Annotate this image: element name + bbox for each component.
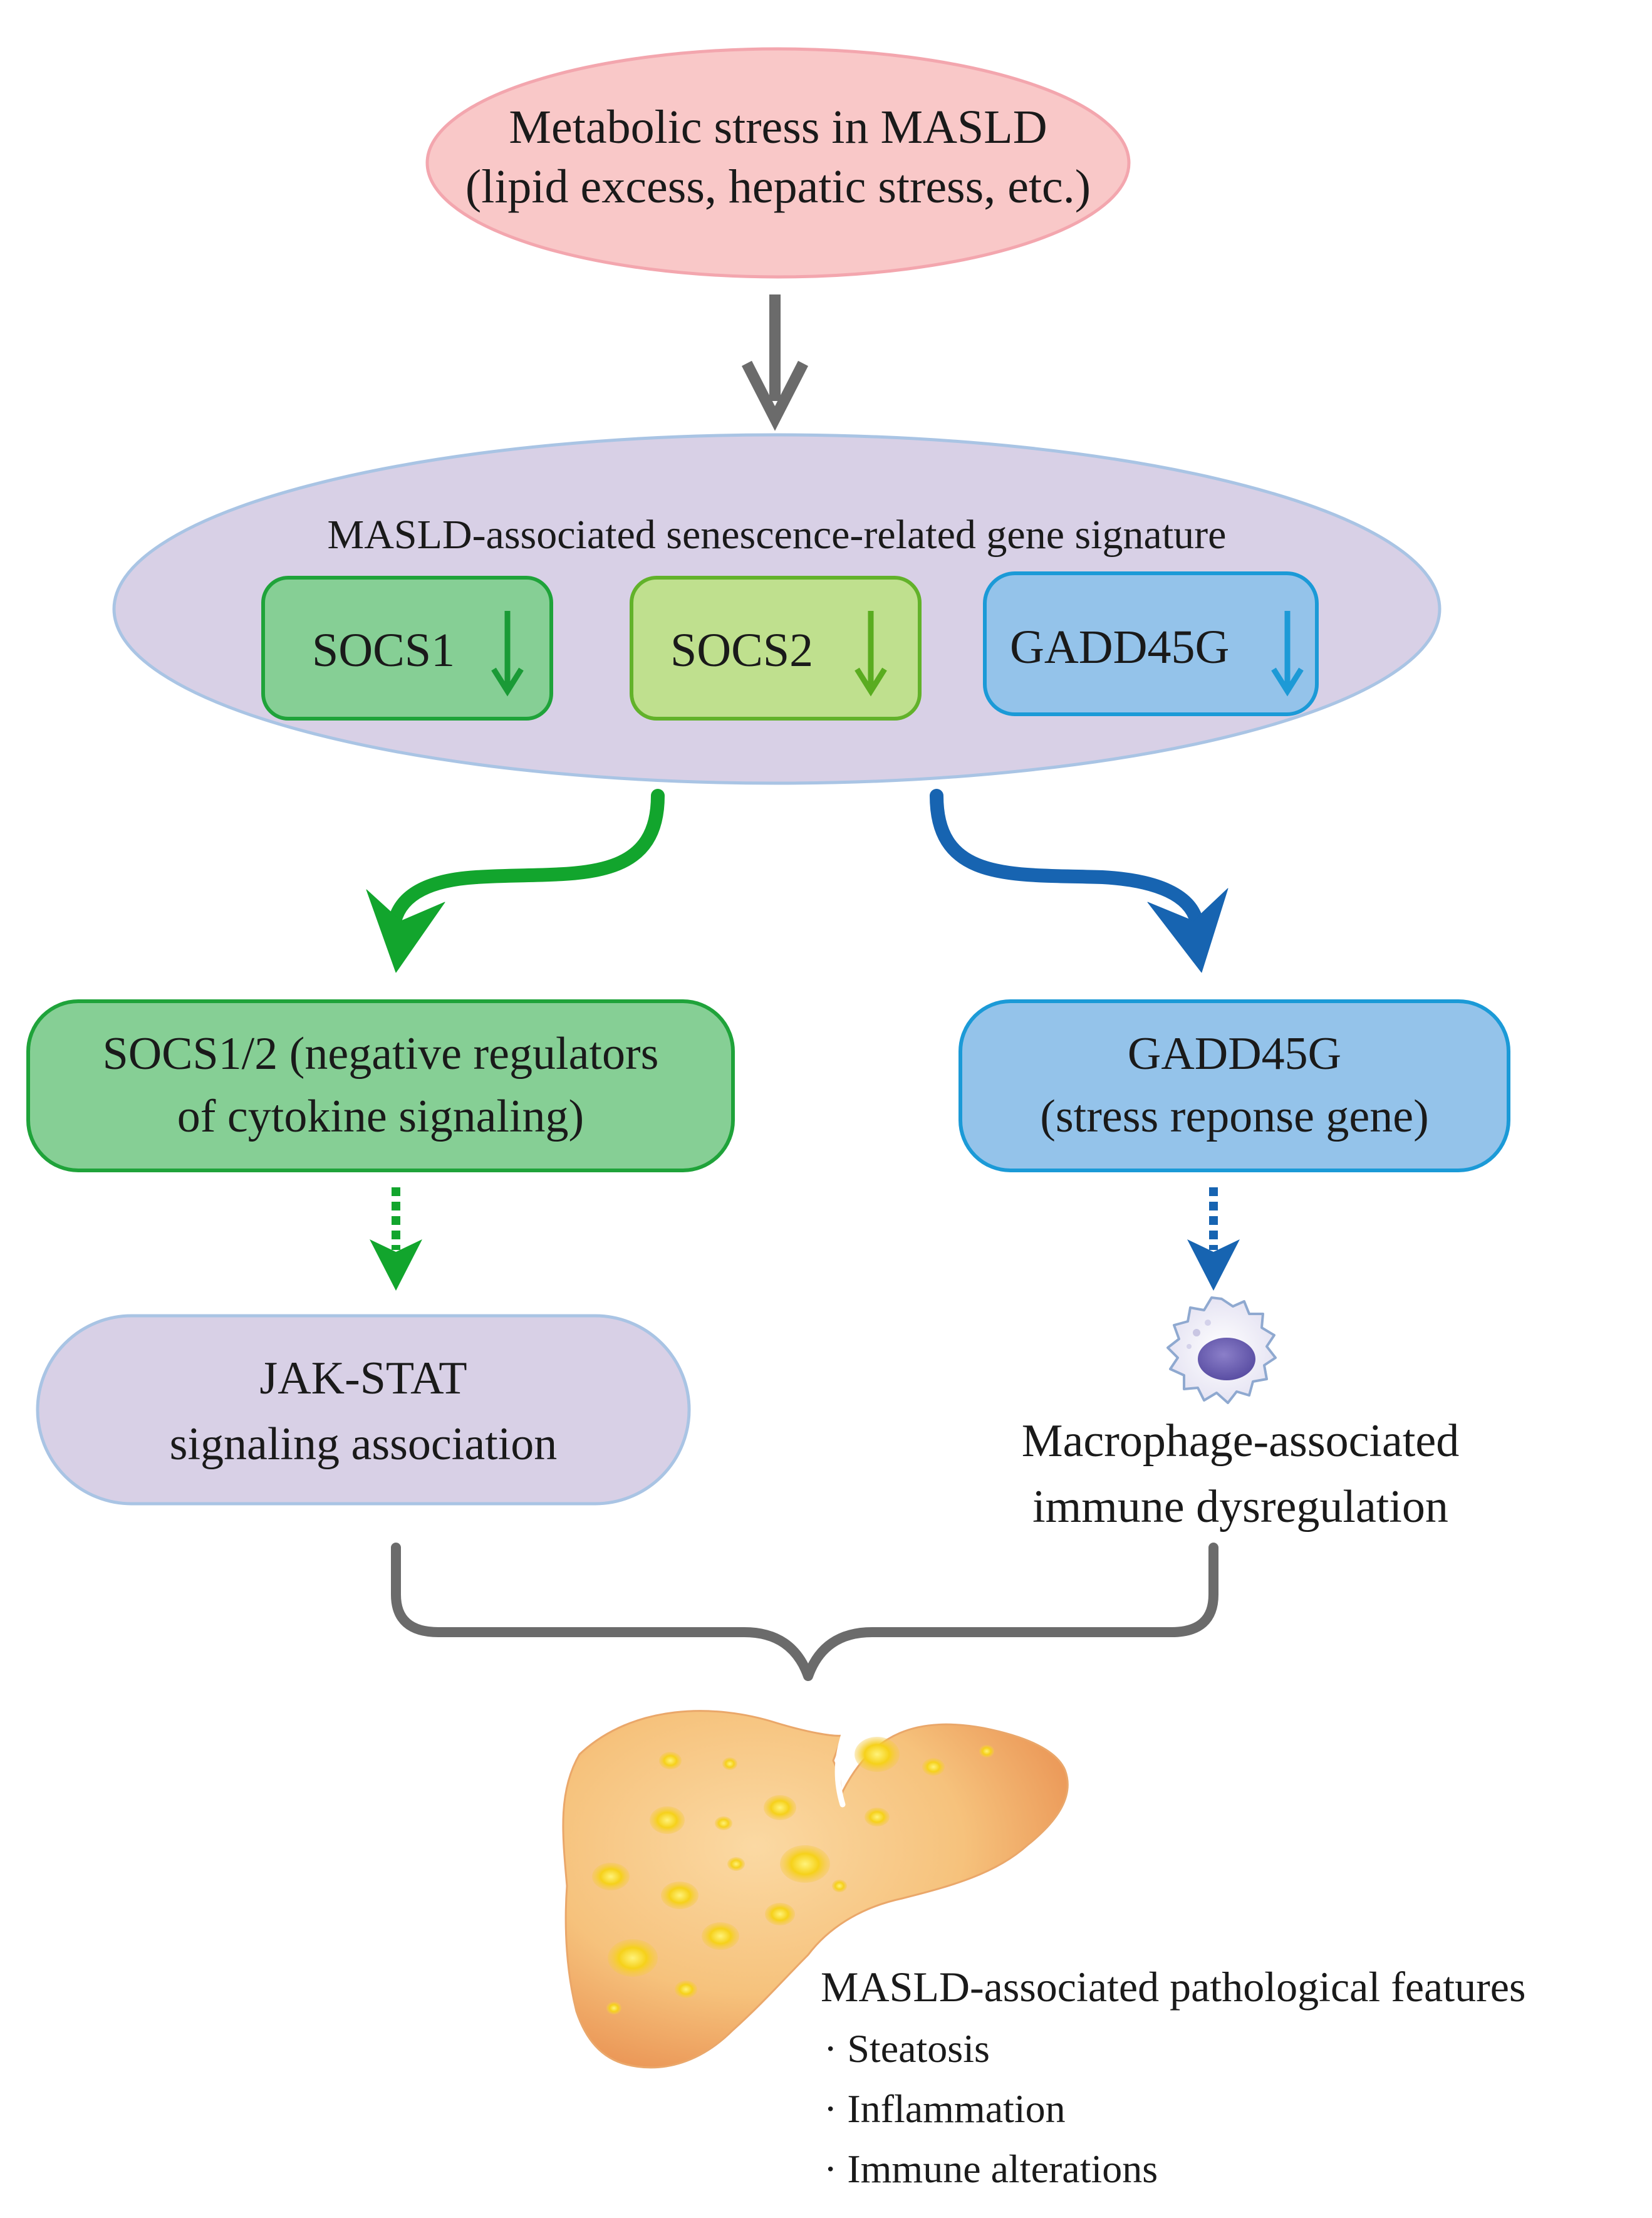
lipid-droplet — [979, 1745, 994, 1757]
socs2-down-arrow-icon — [855, 611, 887, 697]
lipid-droplet — [650, 1806, 685, 1834]
lipid-droplet — [865, 1808, 890, 1826]
gene-label-gadd45g: GADD45G — [1010, 621, 1230, 674]
lipid-droplet — [855, 1737, 900, 1772]
lipid-droplet — [659, 1752, 682, 1769]
feature-immune-alterations: · Immune alterations — [824, 2147, 1158, 2191]
lipid-droplet — [592, 1863, 630, 1890]
green-dashed-arrow — [370, 1187, 422, 1291]
socs12-box — [26, 999, 735, 1172]
lipid-droplet — [715, 1816, 732, 1830]
macrophage-line2: immune dysregulation — [1032, 1481, 1448, 1533]
macrophage-line1: Macrophage-associated — [1021, 1415, 1460, 1467]
lipid-droplet — [606, 2002, 621, 2014]
signature-title: MASLD-associated senescence-related gene… — [327, 512, 1227, 558]
liver-icon — [562, 1710, 1069, 2069]
stress-to-signature-arrow — [741, 294, 809, 431]
lipid-droplet — [832, 1880, 847, 1892]
feature-inflammation: · Inflammation — [824, 2086, 1066, 2131]
gadd45g-role-line2: (stress reponse gene) — [1040, 1091, 1429, 1142]
stress-subtitle: (lipid excess, hepatic stress, etc.) — [465, 160, 1091, 213]
lipid-droplet — [727, 1857, 745, 1871]
green-curved-arrow — [366, 789, 665, 973]
gadd45g-role-box — [958, 999, 1510, 1172]
blue-dashed-arrow — [1187, 1187, 1240, 1291]
lipid-droplet — [780, 1845, 830, 1883]
jak-stat-box — [36, 1314, 691, 1506]
gadd45g-role-line1: GADD45G — [1127, 1028, 1342, 1080]
lipid-droplet — [661, 1882, 699, 1909]
lipid-droplet — [922, 1758, 945, 1776]
socs12-line2: of cytokine signaling) — [177, 1091, 584, 1142]
lipid-droplet — [608, 1939, 658, 1977]
macrophage-cell-icon — [1166, 1296, 1277, 1404]
lipid-droplet — [702, 1922, 739, 1950]
gene-label-socs1: SOCS1 — [312, 624, 455, 677]
stress-ellipse — [425, 47, 1131, 279]
lipid-droplet — [675, 1981, 697, 1998]
stress-title: Metabolic stress in MASLD — [509, 101, 1047, 154]
feature-steatosis: · Steatosis — [824, 2026, 990, 2071]
jak-stat-line1: JAK-STAT — [259, 1353, 467, 1404]
gadd45g-down-arrow-icon — [1271, 611, 1304, 697]
jak-stat-line2: signaling association — [169, 1419, 558, 1470]
socs12-line1: SOCS1/2 (negative regulators — [102, 1028, 659, 1080]
socs2-box — [630, 576, 922, 721]
gene-label-socs2: SOCS2 — [670, 624, 814, 677]
socs1-box — [261, 576, 553, 721]
socs1-down-arrow-icon — [491, 611, 524, 697]
lipid-droplet — [722, 1757, 737, 1770]
merge-brace — [391, 1543, 1218, 1681]
lipid-droplet — [765, 1903, 795, 1925]
lipid-droplet — [764, 1795, 796, 1820]
features-title: MASLD-associated pathological features — [821, 1963, 1526, 2011]
blue-curved-arrow — [930, 789, 1229, 973]
gadd45g-box — [983, 571, 1319, 716]
